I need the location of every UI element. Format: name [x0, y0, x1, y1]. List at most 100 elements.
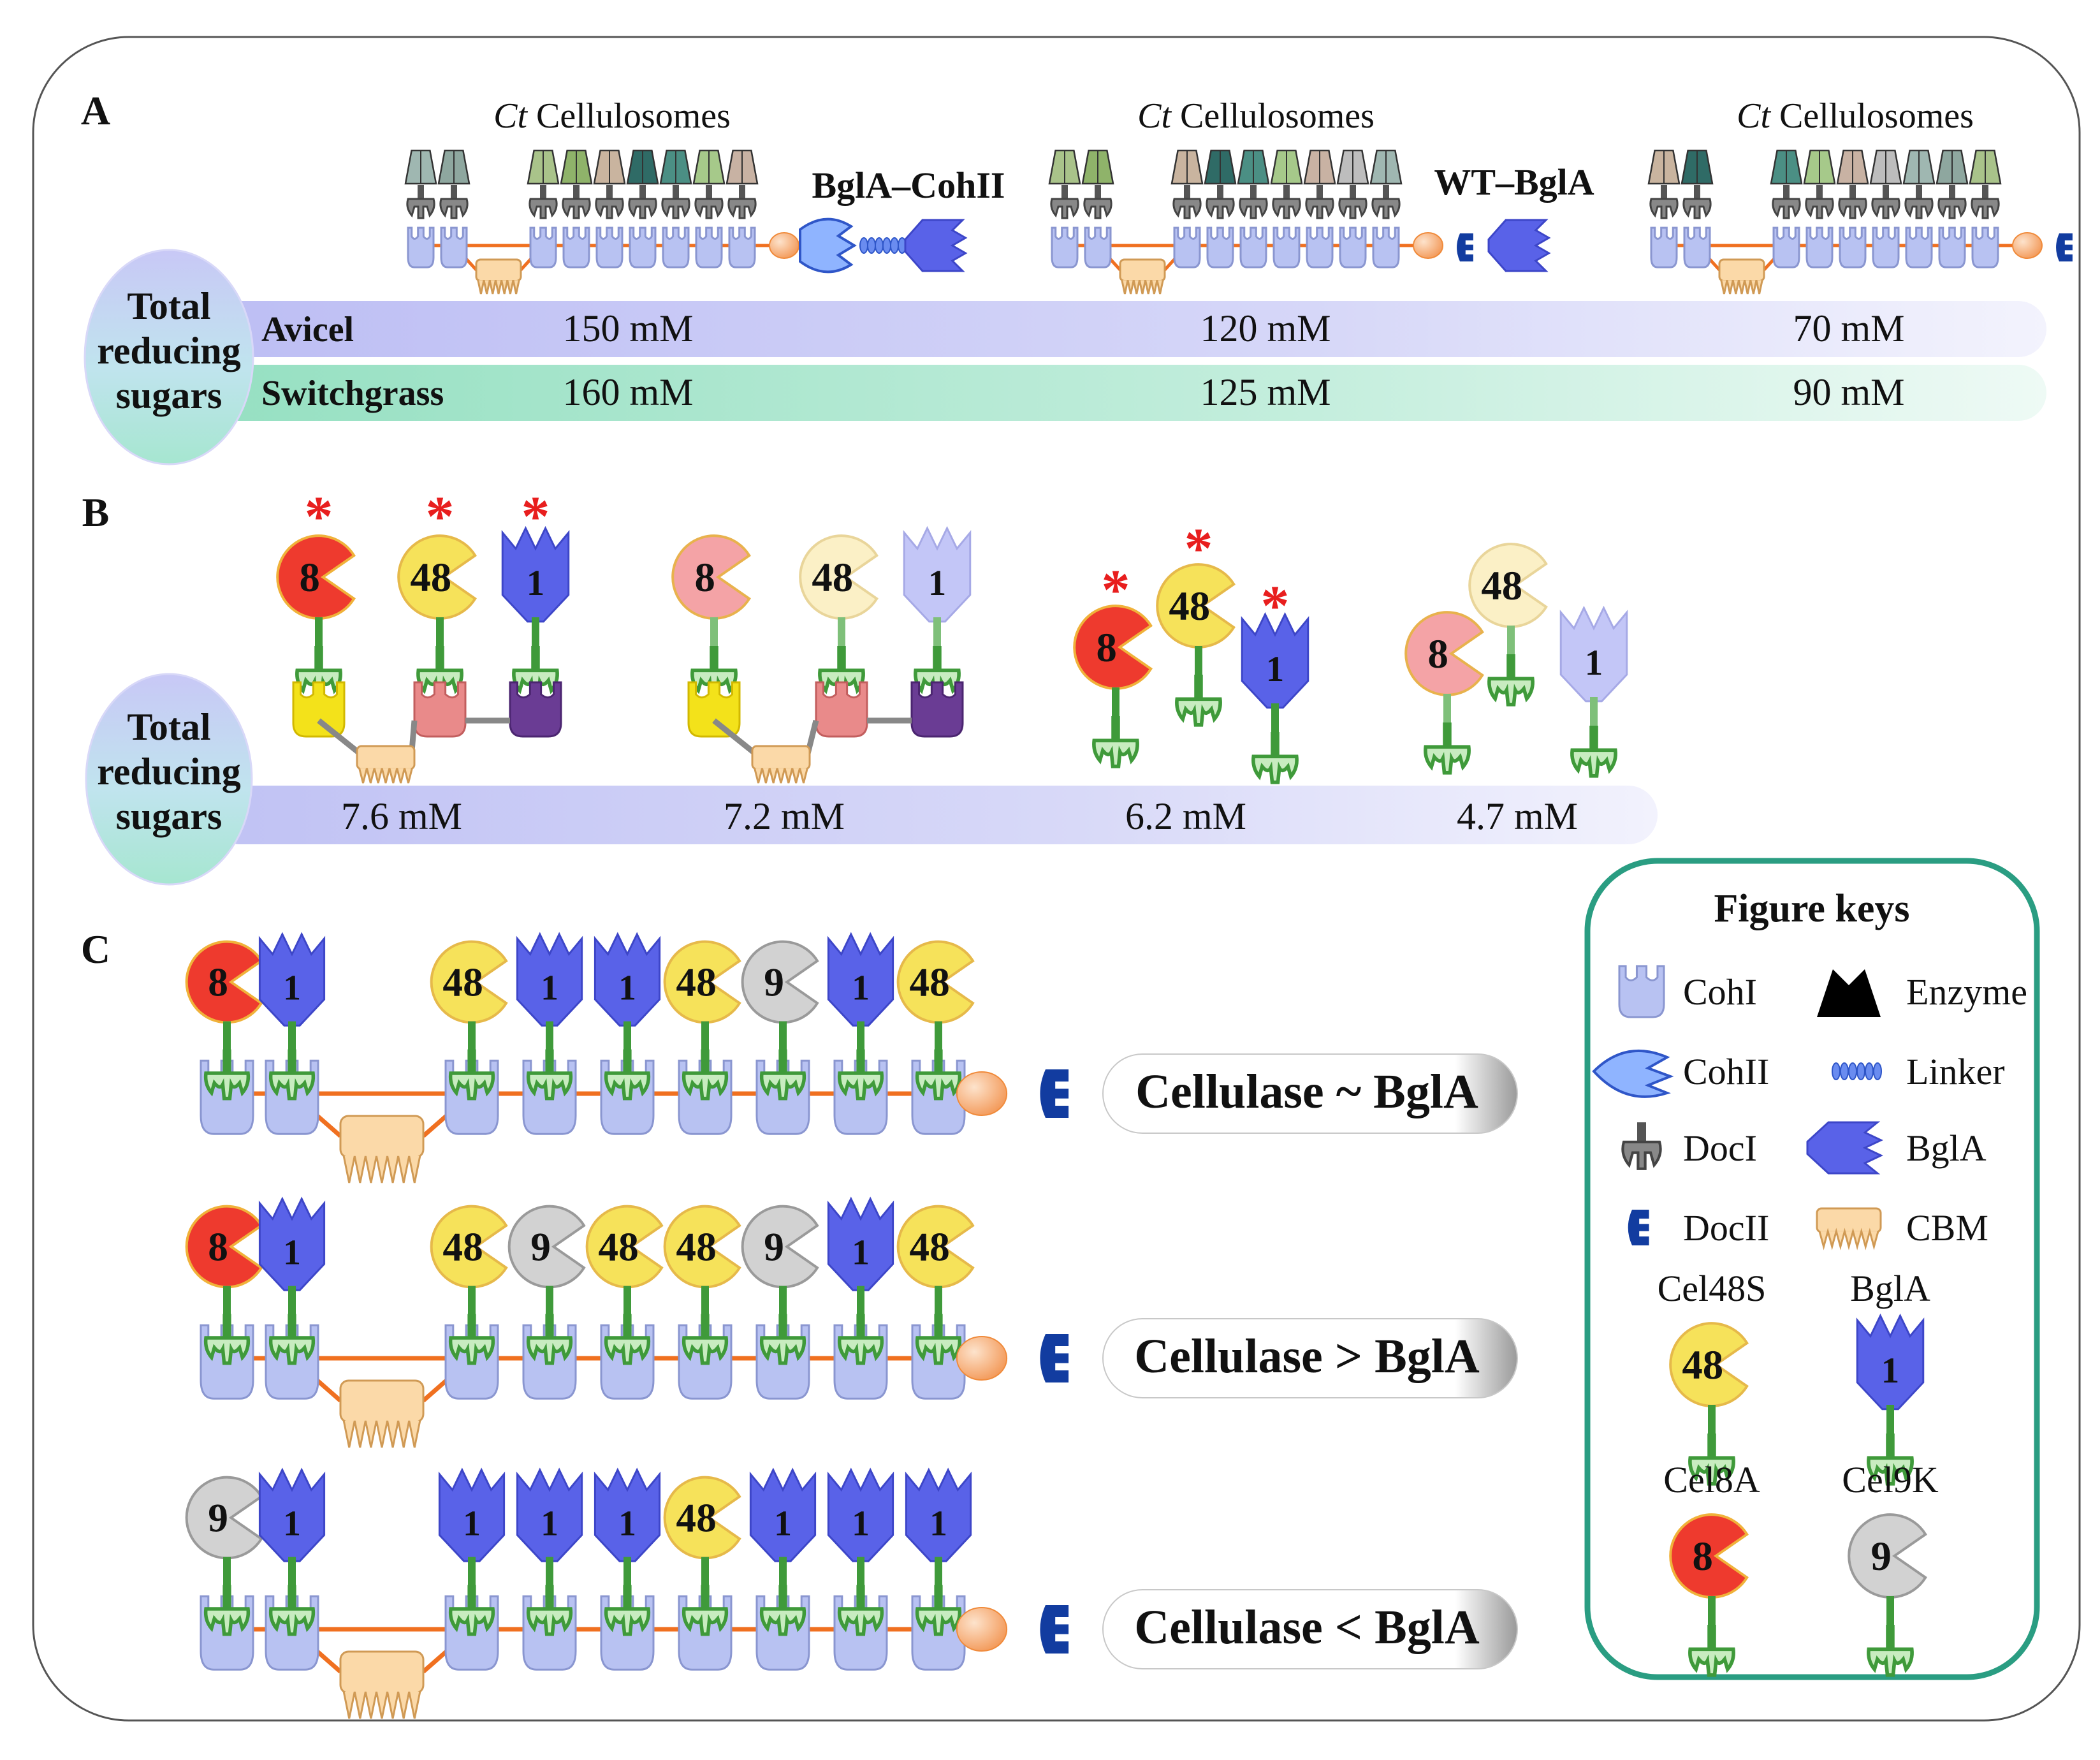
dockerin-i-grey [439, 185, 469, 219]
dockerin-cap [1867, 1456, 1914, 1486]
enzyme-body [1073, 605, 1153, 690]
enzyme-linker [546, 1286, 553, 1317]
cbm-module [1718, 258, 1765, 295]
ratio-label: Cellulase ~ BglA [1135, 1065, 1478, 1118]
cohesin-i [1306, 226, 1334, 268]
dockerin-stalk [1194, 675, 1203, 700]
enzyme-body [904, 219, 968, 272]
dockerin-cap [1937, 198, 1967, 219]
title-rest: Cellulosomes [1171, 96, 1374, 136]
enzyme-9: 9 [741, 1205, 819, 1289]
enzyme-number: 48 [812, 555, 853, 601]
cellulosome-enzyme [437, 149, 470, 185]
dockerin-i-grey [1904, 185, 1934, 219]
cohesin-i [1772, 226, 1800, 268]
enzyme-body [516, 1467, 583, 1562]
cohesin-i [910, 681, 964, 738]
dockerin-i-grey [1971, 185, 2000, 219]
enzyme-body [741, 1205, 819, 1289]
dockerin-i [1175, 675, 1222, 727]
key-label: CohI [1683, 971, 1757, 1013]
cbm-module [356, 745, 416, 784]
cohesin-i [1239, 226, 1267, 268]
enzyme-number: 1 [852, 1233, 870, 1272]
cellulosome-enzyme [1969, 149, 2002, 185]
dockerin-ii-shape [1040, 1334, 1069, 1382]
enzyme-number: 48 [676, 1496, 716, 1541]
enzyme-number: 1 [283, 968, 301, 1008]
cohesin-shape [728, 226, 756, 268]
cohesin-shape [1339, 226, 1367, 268]
dockerin-i [1867, 1625, 1914, 1677]
dockerin-cap [628, 198, 657, 219]
enzyme-linker [1443, 694, 1451, 726]
reducing-sugar-value: 90 mM [1793, 371, 1904, 413]
enzyme-body [258, 1467, 326, 1562]
cbm-teeth [1720, 280, 1763, 295]
enzyme-number: 1 [852, 968, 870, 1008]
key-label: CBM [1906, 1207, 1988, 1249]
cohesin-i [1905, 226, 1933, 268]
enzyme-1: 1 [258, 1196, 326, 1291]
dockerin-i-grey [1050, 185, 1079, 219]
hybrid-enzyme-unit: 48 [430, 940, 508, 1101]
panel-letter-a: A [81, 88, 110, 133]
cbm-teeth [754, 768, 808, 784]
dockerin-cap [439, 198, 469, 219]
enzyme-9: 9 [185, 1476, 263, 1560]
enzyme-number: 1 [1881, 1351, 1899, 1391]
dockerin-i [682, 1049, 729, 1101]
dockerin-stalk [639, 185, 646, 199]
enzyme-body [903, 525, 972, 623]
dockerin-stalk [1350, 185, 1356, 199]
enzyme-number: 1 [1266, 649, 1284, 689]
enzyme-1: 1 [903, 525, 972, 623]
cohesin-shape [509, 681, 562, 738]
enzyme-1: 1 [827, 1196, 894, 1291]
dockerin-stalk [856, 1049, 865, 1073]
dockerin-cap [268, 1607, 316, 1636]
dockerin-i [268, 1314, 316, 1365]
dockerin-stalk [1949, 185, 1955, 199]
dockerin-i [604, 1314, 651, 1365]
enzyme-number: 9 [208, 1496, 228, 1541]
linker-icon [1865, 1062, 1874, 1080]
enzyme-8: 8 [671, 534, 751, 620]
cbm-icon [1816, 1207, 1882, 1250]
enzyme-body [507, 1205, 586, 1289]
enzyme-number: 1 [928, 563, 946, 603]
dockerin-stalk [1271, 732, 1280, 757]
enzyme-number: 1 [541, 1504, 558, 1543]
enzyme-linker [532, 617, 539, 649]
dockerin-i-grey [1838, 185, 1867, 219]
docii-icon [1628, 1210, 1649, 1245]
dockerin-cap [562, 198, 591, 219]
dockerin-i [682, 1585, 729, 1636]
enzyme-body [1241, 612, 1309, 709]
cellulosome-enzyme [1303, 149, 1336, 185]
dockerin-cap [448, 1607, 495, 1636]
cbm-body [356, 745, 416, 770]
ratio-pill [1102, 1053, 1518, 1134]
cellulosome-enzyme [1681, 149, 1714, 185]
dockerin-cap [1251, 754, 1299, 784]
enzyme-body [663, 940, 741, 1024]
side-label-line: reducing [97, 751, 241, 793]
enzyme-48: 48 [663, 1205, 741, 1289]
cohesin-i [1938, 226, 1966, 268]
dockerin-cap [526, 1607, 573, 1636]
dockerin-ii [1040, 1069, 1069, 1118]
dockerin-stalk [1383, 185, 1389, 199]
cellulosome-enzyme [726, 149, 759, 185]
cellulosome-enzyme [1936, 149, 1969, 185]
enzyme-48: 48 [896, 1205, 975, 1289]
dockerin-i [915, 1585, 962, 1636]
enzyme-linker [935, 1557, 942, 1588]
enzyme-1: 1 [594, 1467, 661, 1562]
dockerin-cap [1092, 738, 1139, 768]
dockerin-i [1688, 1434, 1735, 1486]
cohesin-i [562, 226, 590, 268]
dockerin-cap [268, 1071, 316, 1101]
dockerin-stalk [739, 185, 745, 199]
enzyme-body [594, 932, 661, 1027]
